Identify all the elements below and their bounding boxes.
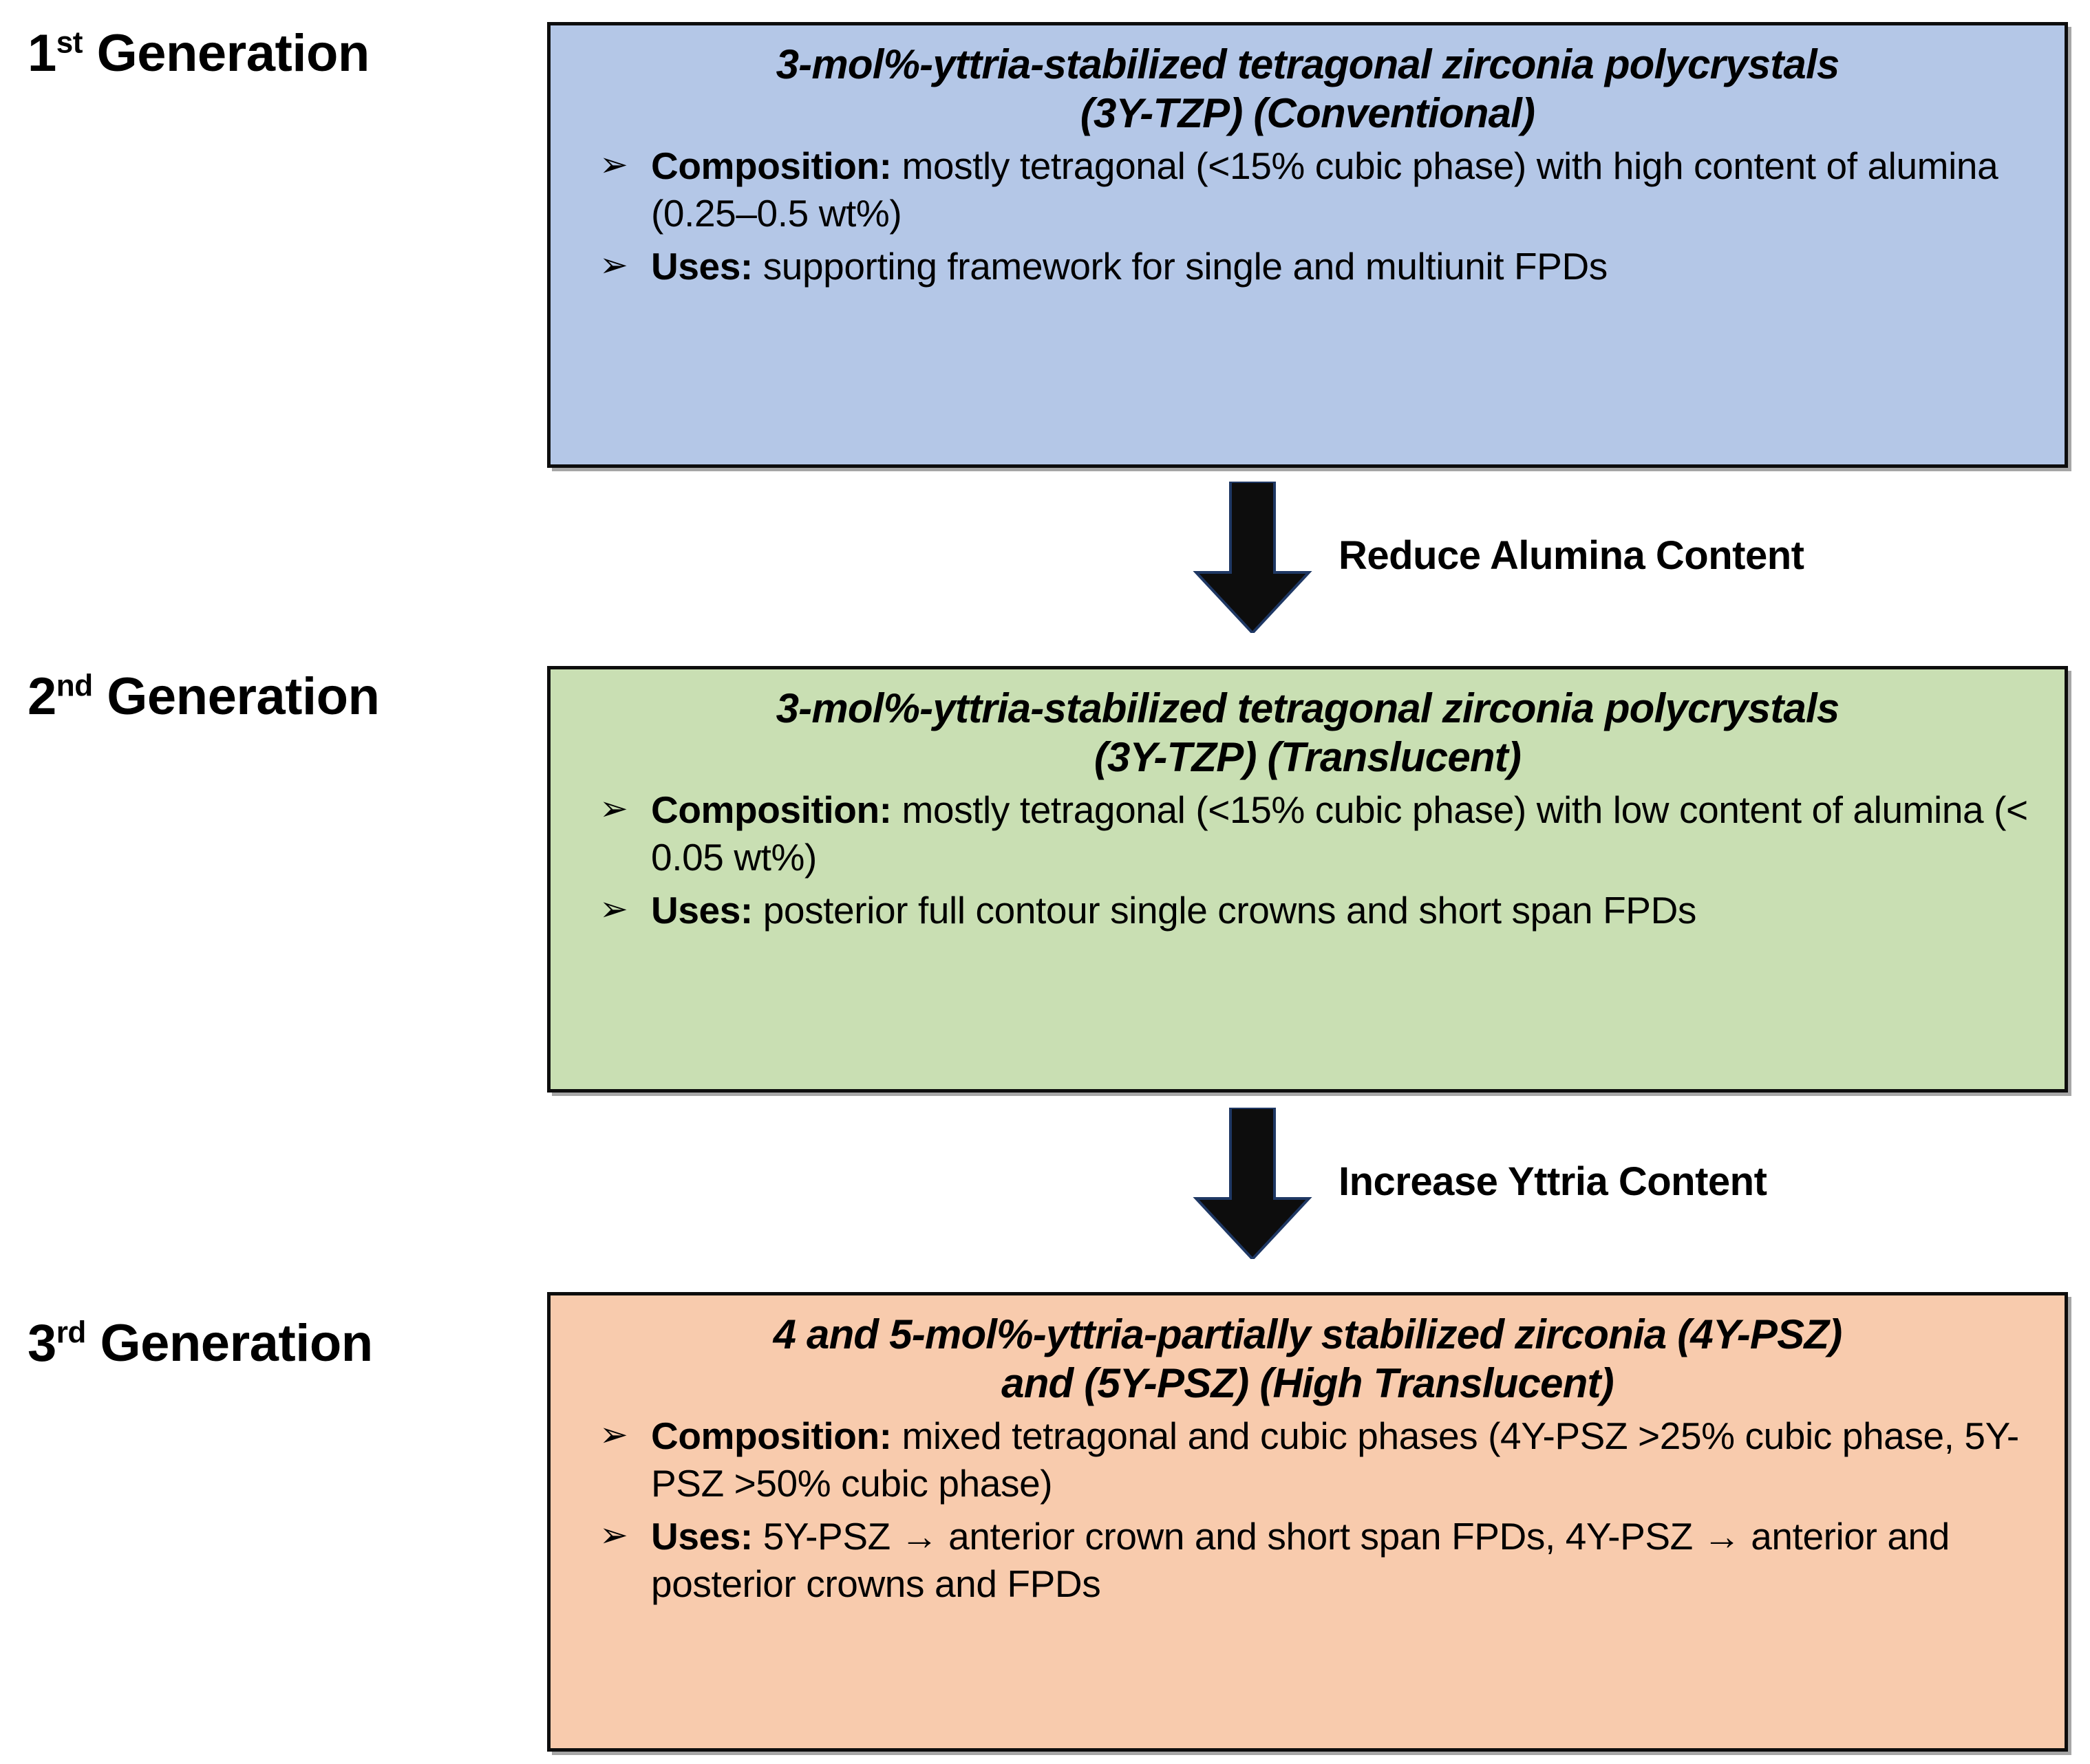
connector-1: Reduce Alumina Content bbox=[1170, 482, 2065, 640]
arrowhead-bullet-icon: ➢ bbox=[599, 246, 628, 285]
bullet-lead: Uses: bbox=[651, 1515, 753, 1558]
bullet-text: mostly tetragonal (<15% cubic phase) wit… bbox=[651, 788, 2028, 879]
bullet-list-1: ➢ Composition: mostly tetragonal (<15% c… bbox=[568, 142, 2047, 291]
generation-ordinal-1: st bbox=[56, 25, 83, 60]
generation-box-2: 3-mol%-yttria-stabilized tetragonal zirc… bbox=[547, 666, 2068, 1093]
generation-box-3: 4 and 5-mol%-yttria-partially stabilized… bbox=[547, 1292, 2068, 1752]
generation-number-3: 3 bbox=[28, 1314, 56, 1373]
box-title-line1-2: 3-mol%-yttria-stabilized tetragonal zirc… bbox=[776, 685, 1840, 731]
bullet-lead: Composition: bbox=[651, 1414, 892, 1457]
arrowhead-bullet-icon: ➢ bbox=[599, 1415, 628, 1454]
box-title-line2-3: and (5Y-PSZ) (High Translucent) bbox=[1001, 1359, 1614, 1406]
arrowhead-bullet-icon: ➢ bbox=[599, 1516, 628, 1555]
connector-label-2: Increase Yttria Content bbox=[1339, 1159, 1767, 1204]
bullet-list-2: ➢ Composition: mostly tetragonal (<15% c… bbox=[568, 786, 2047, 935]
bullet-text: mixed tetragonal and cubic phases (4Y-PS… bbox=[651, 1414, 2019, 1505]
bullet-list-3: ➢ Composition: mixed tetragonal and cubi… bbox=[568, 1412, 2047, 1609]
arrowhead-bullet-icon: ➢ bbox=[599, 788, 628, 828]
box-title-line1-3: 4 and 5-mol%-yttria-partially stabilized… bbox=[773, 1311, 1843, 1357]
box-title-3: 4 and 5-mol%-yttria-partially stabilized… bbox=[568, 1311, 2047, 1408]
generation-label-3: 3rd Generation bbox=[28, 1317, 530, 1370]
list-item: ➢ Uses: posterior full contour single cr… bbox=[568, 887, 2047, 934]
generation-word-3: Generation bbox=[85, 1314, 373, 1373]
generation-word-1: Generation bbox=[82, 24, 370, 83]
generation-word-2: Generation bbox=[92, 667, 380, 726]
box-title-line2-1: (3Y-TZP) (Conventional) bbox=[1080, 89, 1535, 136]
bullet-lead: Composition: bbox=[651, 788, 892, 831]
list-item: ➢ Composition: mostly tetragonal (<15% c… bbox=[568, 142, 2047, 238]
down-arrow-icon bbox=[1193, 482, 1312, 633]
connector-2: Increase Yttria Content bbox=[1170, 1108, 2065, 1266]
list-item: ➢ Composition: mixed tetragonal and cubi… bbox=[568, 1412, 2047, 1508]
generation-box-1: 3-mol%-yttria-stabilized tetragonal zirc… bbox=[547, 22, 2068, 468]
bullet-text: 5Y-PSZ → anterior crown and short span F… bbox=[651, 1515, 1950, 1606]
down-arrow-icon bbox=[1193, 1108, 1312, 1259]
list-item: ➢ Uses: supporting framework for single … bbox=[568, 243, 2047, 290]
box-title-2: 3-mol%-yttria-stabilized tetragonal zirc… bbox=[568, 685, 2047, 782]
generation-number-2: 2 bbox=[28, 667, 56, 726]
generation-ordinal-2: nd bbox=[56, 669, 93, 703]
generation-number-1: 1 bbox=[28, 24, 56, 83]
generation-label-1: 1st Generation bbox=[28, 28, 530, 80]
generation-label-2: 2nd Generation bbox=[28, 671, 530, 723]
connector-label-1: Reduce Alumina Content bbox=[1339, 533, 1804, 578]
list-item: ➢ Uses: 5Y-PSZ → anterior crown and shor… bbox=[568, 1513, 2047, 1609]
bullet-lead: Composition: bbox=[651, 144, 892, 187]
box-title-line1-1: 3-mol%-yttria-stabilized tetragonal zirc… bbox=[776, 41, 1840, 87]
arrowhead-bullet-icon: ➢ bbox=[599, 890, 628, 929]
list-item: ➢ Composition: mostly tetragonal (<15% c… bbox=[568, 786, 2047, 882]
box-title-line2-2: (3Y-TZP) (Translucent) bbox=[1094, 733, 1522, 780]
bullet-text: supporting framework for single and mult… bbox=[752, 245, 1608, 288]
bullet-lead: Uses: bbox=[651, 889, 753, 932]
box-title-1: 3-mol%-yttria-stabilized tetragonal zirc… bbox=[568, 41, 2047, 138]
arrowhead-bullet-icon: ➢ bbox=[599, 144, 628, 184]
bullet-lead: Uses: bbox=[651, 245, 753, 288]
bullet-text: mostly tetragonal (<15% cubic phase) wit… bbox=[651, 144, 1998, 235]
generation-ordinal-3: rd bbox=[56, 1315, 87, 1350]
bullet-text: posterior full contour single crowns and… bbox=[752, 889, 1697, 932]
